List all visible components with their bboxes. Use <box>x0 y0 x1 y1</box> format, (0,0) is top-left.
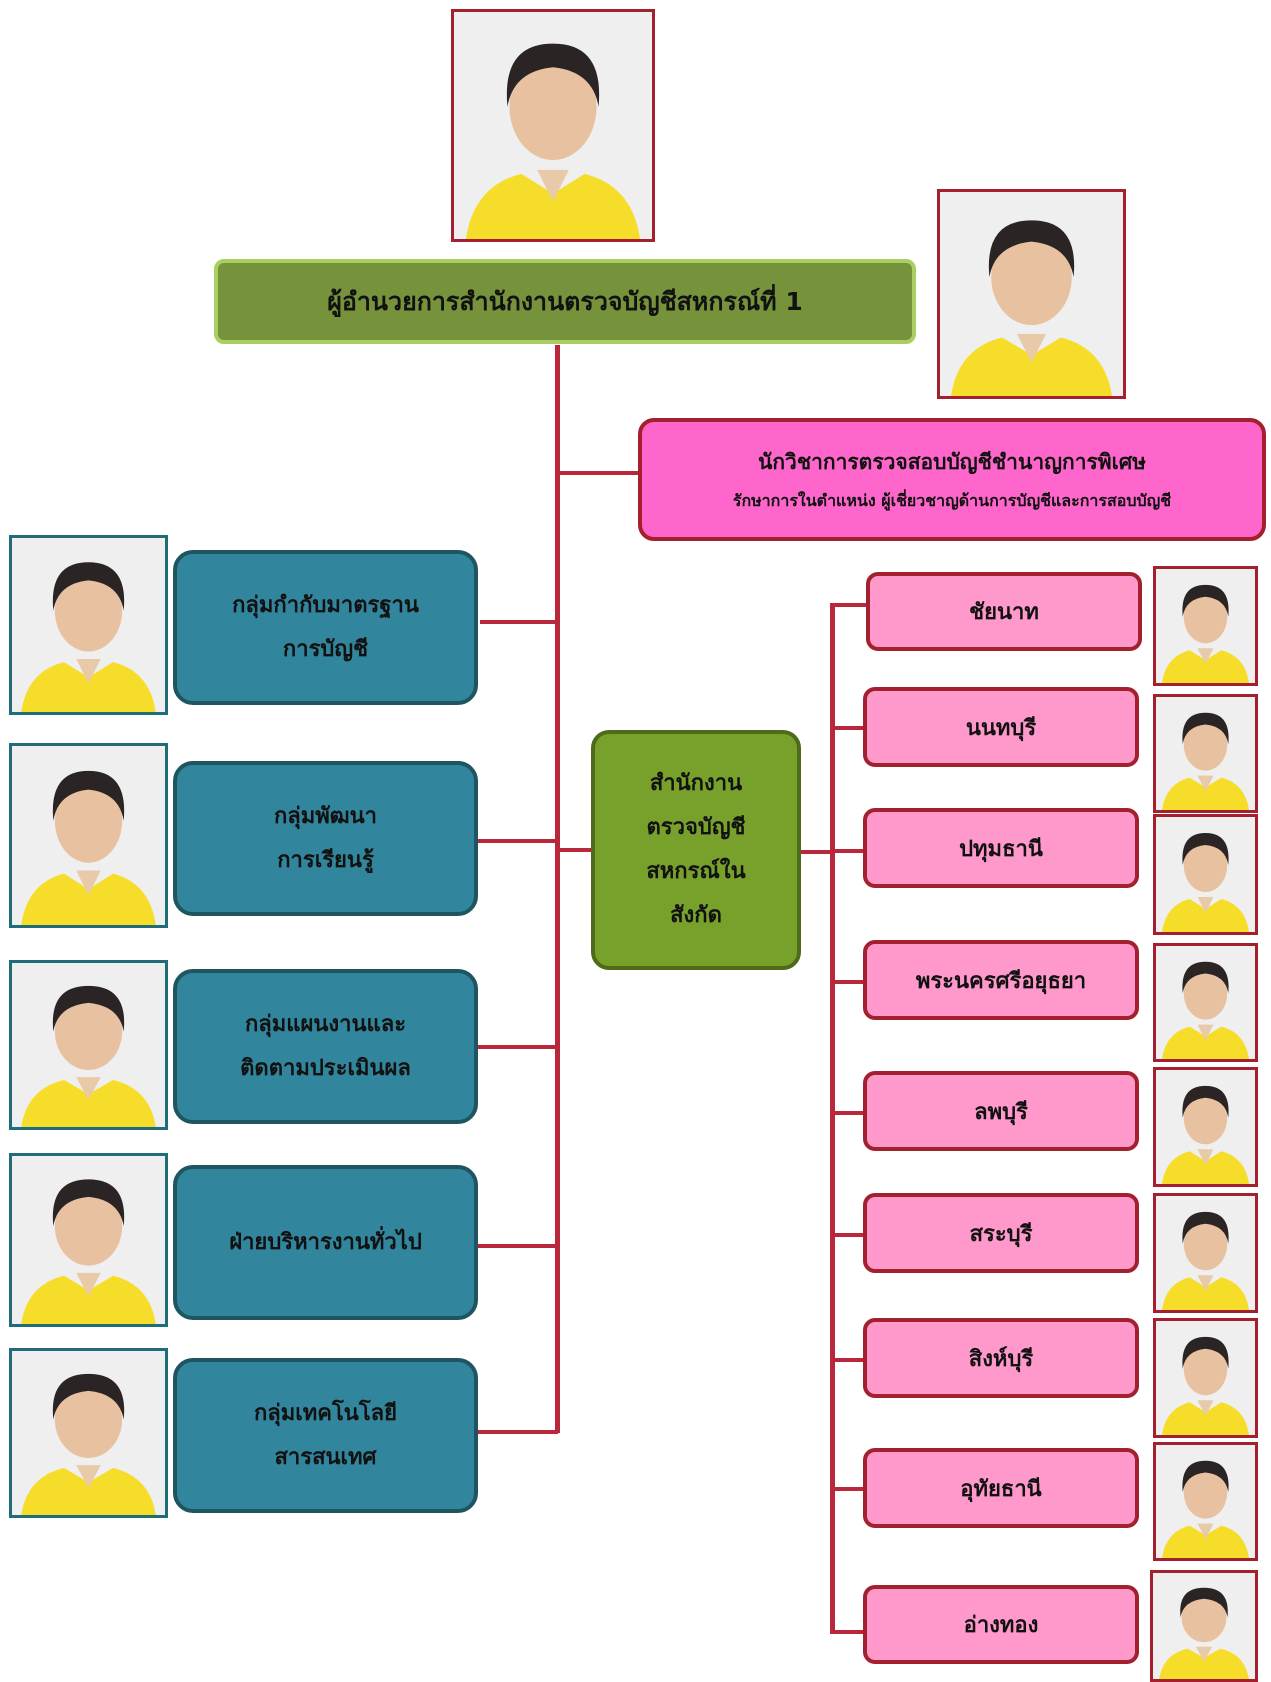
connector-center <box>555 848 593 852</box>
group-2-box: กลุ่มพัฒนา การเรียนรู้ <box>173 761 478 916</box>
group-2-photo <box>9 743 168 928</box>
portrait-image <box>12 538 165 712</box>
province-photo-7 <box>1153 1318 1258 1438</box>
center-office-box: สำนักงาน ตรวจบัญชี สหกรณ์ใน สังกัด <box>591 730 801 970</box>
connector-group-3 <box>478 1045 558 1049</box>
portrait-image <box>12 1156 165 1324</box>
province-label-7: สิงห์บุรี <box>968 1346 1034 1372</box>
province-box-6: สระบุรี <box>863 1193 1139 1273</box>
portrait-image <box>940 192 1123 396</box>
center-line-4: สังกัด <box>670 903 722 928</box>
connector-province-2 <box>830 726 867 730</box>
province-photo-6 <box>1153 1193 1258 1313</box>
portrait-image <box>1156 946 1255 1059</box>
group-1-line-2: การบัญชี <box>282 636 369 662</box>
connector-province-7 <box>830 1358 867 1362</box>
province-box-1: ชัยนาท <box>866 572 1142 651</box>
group-4-photo <box>9 1153 168 1327</box>
expert-title: นักวิชาการตรวจสอบบัญชีชำนาญการพิเศษ <box>757 449 1146 474</box>
group-5-line-1: กลุ่มเทคโนโลยี <box>253 1400 398 1426</box>
group-5-box: กลุ่มเทคโนโลยี สารสนเทศ <box>173 1358 478 1513</box>
connector-group-5 <box>478 1430 558 1434</box>
group-3-line-1: กลุ่มแผนงานและ <box>244 1011 407 1037</box>
center-line-2: ตรวจบัญชี <box>646 815 746 840</box>
portrait-image <box>1156 1196 1255 1310</box>
province-label-6: สระบุรี <box>969 1221 1033 1247</box>
group-3-photo <box>9 960 168 1130</box>
province-label-3: ปทุมธานี <box>959 836 1043 862</box>
main-trunk-line <box>555 345 560 1433</box>
group-5-line-2: สารสนเทศ <box>274 1444 377 1470</box>
province-label-2: นนทบุรี <box>965 715 1037 741</box>
group-1-photo <box>9 535 168 715</box>
group-3-line-2: ติดตามประเมินผล <box>240 1055 411 1081</box>
center-line-3: สหกรณ์ใน <box>646 859 746 884</box>
director-box: ผู้อำนวยการสำนักงานตรวจบัญชีสหกรณ์ที่ 1 <box>214 259 916 344</box>
connector-province-9 <box>830 1630 867 1634</box>
connector-expert <box>555 471 638 475</box>
connector-province-5 <box>830 1111 867 1115</box>
connector-province-1 <box>830 603 867 607</box>
director-title: ผู้อำนวยการสำนักงานตรวจบัญชีสหกรณ์ที่ 1 <box>327 286 803 316</box>
connector-group-2 <box>478 839 558 843</box>
expert-photo <box>937 189 1126 399</box>
province-box-5: ลพบุรี <box>863 1071 1139 1151</box>
province-label-1: ชัยนาท <box>969 600 1039 625</box>
group-5-photo <box>9 1348 168 1518</box>
province-photo-3 <box>1153 814 1258 935</box>
province-photo-4 <box>1153 943 1258 1062</box>
portrait-image <box>454 12 652 239</box>
director-photo <box>451 9 655 242</box>
portrait-image <box>1156 817 1255 932</box>
connector-group-4 <box>478 1244 558 1248</box>
province-label-4: พระนครศรีอยุธยา <box>915 968 1087 994</box>
connector-province-8 <box>830 1487 867 1491</box>
portrait-image <box>12 963 165 1127</box>
province-box-8: อุทัยธานี <box>863 1448 1139 1528</box>
province-trunk-line <box>830 603 835 1633</box>
group-2-line-2: การเรียนรู้ <box>277 847 374 873</box>
province-label-5: ลพบุรี <box>974 1099 1028 1125</box>
expert-subtitle: รักษาการในตำแหน่ง ผู้เชี่ยวชาญด้านการบัญ… <box>732 490 1172 510</box>
province-photo-9 <box>1150 1570 1258 1682</box>
province-photo-8 <box>1153 1442 1258 1561</box>
portrait-image <box>1156 697 1255 810</box>
province-box-7: สิงห์บุรี <box>863 1318 1139 1398</box>
portrait-image <box>12 746 165 925</box>
province-label-8: อุทัยธานี <box>960 1476 1042 1502</box>
province-label-9: อ่างทอง <box>963 1613 1039 1638</box>
connector-center-right <box>801 850 833 854</box>
portrait-image <box>1153 1573 1255 1679</box>
expert-box: นักวิชาการตรวจสอบบัญชีชำนาญการพิเศษ รักษ… <box>638 418 1266 541</box>
province-photo-1 <box>1153 566 1258 686</box>
group-2-line-1: กลุ่มพัฒนา <box>273 803 378 829</box>
province-box-2: นนทบุรี <box>863 687 1139 767</box>
province-photo-2 <box>1153 694 1258 813</box>
portrait-image <box>1156 1321 1255 1435</box>
group-3-box: กลุ่มแผนงานและ ติดตามประเมินผล <box>173 969 478 1124</box>
province-box-9: อ่างทอง <box>863 1585 1139 1664</box>
connector-province-3 <box>830 849 867 853</box>
center-line-1: สำนักงาน <box>649 771 743 796</box>
province-photo-5 <box>1153 1067 1258 1187</box>
group-1-box: กลุ่มกำกับมาตรฐาน การบัญชี <box>173 550 478 705</box>
connector-province-6 <box>830 1233 867 1237</box>
portrait-image <box>1156 1070 1255 1184</box>
portrait-image <box>1156 569 1255 683</box>
connector-group-1 <box>480 620 558 624</box>
group-4-box: ฝ่ายบริหารงานทั่วไป <box>173 1165 478 1320</box>
portrait-image <box>1156 1445 1255 1558</box>
portrait-image <box>12 1351 165 1515</box>
group-1-line-1: กลุ่มกำกับมาตรฐาน <box>232 592 419 618</box>
province-box-4: พระนครศรีอยุธยา <box>863 940 1139 1020</box>
group-4-line-1: ฝ่ายบริหารงานทั่วไป <box>229 1229 422 1255</box>
province-box-3: ปทุมธานี <box>863 808 1139 888</box>
connector-province-4 <box>830 980 867 984</box>
